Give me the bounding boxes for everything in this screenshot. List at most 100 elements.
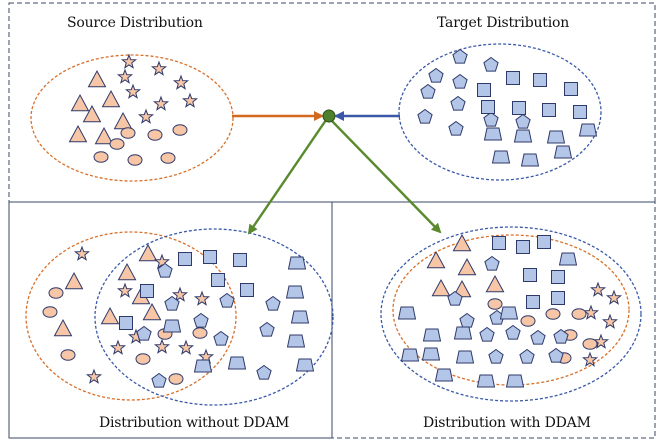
square-icon	[526, 295, 540, 309]
square-icon	[178, 252, 192, 266]
pentagon-icon	[265, 295, 281, 311]
pentagon-icon	[417, 108, 433, 124]
triangle-icon	[142, 302, 162, 321]
triangle-icon	[457, 257, 477, 276]
without-target-ellipse	[94, 228, 334, 406]
pentagon-icon	[447, 290, 463, 306]
square-icon	[477, 83, 491, 97]
circle-icon	[93, 151, 109, 163]
pentagon-icon	[213, 330, 229, 346]
pentagon-icon	[193, 312, 209, 328]
trapezoid-icon	[553, 145, 573, 159]
pentagon-icon	[420, 83, 436, 99]
circle-icon	[135, 353, 151, 365]
square-icon	[512, 101, 526, 115]
target-ellipse	[398, 43, 602, 181]
pentagon-icon	[448, 120, 464, 136]
pentagon-icon	[450, 95, 466, 111]
pentagon-icon	[459, 312, 475, 328]
source-ellipse	[30, 54, 234, 182]
triangle-icon	[452, 233, 472, 252]
triangle-icon	[138, 243, 158, 262]
star-icon	[73, 245, 91, 261]
pentagon-icon	[484, 255, 500, 271]
pentagon-icon	[553, 328, 569, 344]
square-icon	[492, 236, 506, 250]
target-distribution-label: Target Distribution	[437, 15, 570, 31]
distribution-with-ddam-label: Distribution with DDAM	[423, 415, 591, 431]
star-icon	[601, 313, 619, 329]
star-icon	[172, 74, 190, 90]
circle-icon	[160, 152, 176, 164]
square-icon	[551, 291, 565, 305]
square-icon	[537, 235, 551, 249]
star-icon	[153, 338, 171, 354]
star-icon	[177, 339, 195, 355]
square-icon	[516, 240, 530, 254]
circle-icon	[120, 127, 136, 139]
triangle-icon	[68, 124, 88, 143]
star-icon	[124, 83, 142, 99]
triangle-icon	[94, 126, 114, 145]
star-icon	[116, 68, 134, 84]
trapezoid-icon	[476, 374, 496, 388]
trapezoid-icon	[546, 130, 566, 144]
star-icon	[137, 108, 155, 124]
with-source-ellipse	[392, 234, 630, 386]
circle-icon	[582, 338, 598, 350]
source-distribution-label: Source Distribution	[67, 15, 203, 31]
circle-icon	[571, 308, 587, 320]
triangle-icon	[64, 271, 84, 290]
pentagon-icon	[151, 372, 167, 388]
triangle-icon	[485, 274, 505, 293]
trapezoid-icon	[499, 306, 519, 320]
circle-icon	[127, 154, 143, 166]
square-icon	[542, 103, 556, 117]
triangle-icon	[100, 306, 120, 325]
star-icon	[116, 282, 134, 298]
trapezoid-icon	[193, 359, 213, 373]
star-icon	[589, 281, 607, 297]
pentagon-icon	[479, 326, 495, 342]
trapezoid-icon	[162, 319, 182, 333]
distribution-without-ddam-label: Distribution without DDAM	[99, 415, 290, 431]
trapezoid-icon	[421, 347, 441, 361]
trapezoid-icon	[285, 285, 305, 299]
trapezoid-icon	[286, 334, 306, 348]
arrow-to-with	[330, 119, 442, 234]
circle-icon	[520, 315, 536, 327]
square-icon	[523, 268, 537, 282]
circle-icon	[192, 327, 208, 339]
trapezoid-icon	[434, 368, 454, 382]
star-icon	[152, 95, 170, 111]
triangle-icon	[431, 278, 451, 297]
pentagon-icon	[164, 295, 180, 311]
square-icon	[481, 100, 495, 114]
center-node	[322, 109, 336, 123]
square-icon	[203, 250, 217, 264]
trapezoid-icon	[505, 374, 525, 388]
square-icon	[573, 105, 587, 119]
star-icon	[85, 368, 103, 384]
star-icon	[153, 253, 171, 269]
star-icon	[171, 286, 189, 302]
circle-icon	[60, 349, 76, 361]
pentagon-icon	[452, 48, 468, 64]
trapezoid-icon	[520, 153, 540, 167]
star-icon	[582, 304, 600, 320]
triangle-icon	[117, 262, 137, 281]
circle-icon	[487, 298, 503, 310]
circle-icon	[42, 306, 58, 318]
circle-icon	[147, 129, 163, 141]
square-icon	[506, 71, 520, 85]
square-icon	[533, 73, 547, 87]
bottom-right-panel-frame	[331, 201, 656, 439]
pentagon-icon	[428, 67, 444, 83]
star-icon	[181, 92, 199, 108]
circle-icon	[109, 138, 125, 150]
arrow-to-without	[247, 119, 327, 235]
pentagon-icon	[219, 292, 235, 308]
pentagon-icon	[548, 347, 564, 363]
trapezoid-icon	[578, 123, 598, 137]
